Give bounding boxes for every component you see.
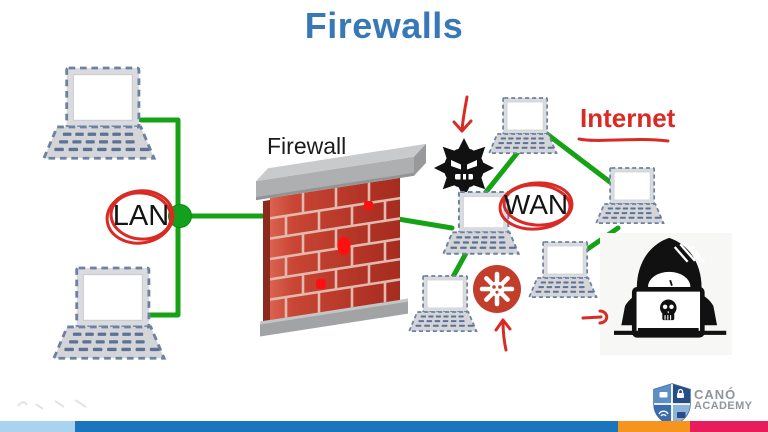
footer-stripe-orange xyxy=(618,421,690,432)
slide-title: Firewalls xyxy=(304,5,464,46)
link-firewall-wanhub xyxy=(395,216,455,231)
link-toplaptop-rightlaptop xyxy=(540,128,613,185)
wan-label: WAN xyxy=(503,189,569,220)
hacker-hoodie-laptop-skull-icon xyxy=(614,237,727,338)
logo-name-bottom: ACADEMY xyxy=(694,400,753,412)
laptop-icon xyxy=(528,241,598,298)
laptop-icon xyxy=(488,97,558,154)
logo-wordmark: CANÓ ACADEMY xyxy=(694,388,752,412)
laptop-icon xyxy=(408,275,478,332)
link-laptop1-hub xyxy=(138,117,181,213)
footer-stripe-blue xyxy=(75,421,618,432)
brick-wall-icon xyxy=(256,143,426,337)
red-arrow-right xyxy=(581,309,609,325)
logo-name-top: CANÓ xyxy=(694,387,737,402)
red-underline-internet xyxy=(577,137,670,143)
firewall-label: Firewall xyxy=(267,133,347,159)
faint-scribbles xyxy=(17,399,87,410)
red-circle-around-lan xyxy=(105,189,175,245)
link-laptop2-hub xyxy=(145,219,181,318)
lan-label: LAN xyxy=(112,200,170,232)
footer-stripe-lightblue xyxy=(0,421,75,432)
lan-hub-node-dot xyxy=(168,204,192,228)
internet-label: Internet xyxy=(580,103,676,133)
laptop-icon xyxy=(42,66,156,160)
red-arrow-down xyxy=(452,95,473,133)
laptop-icon xyxy=(52,266,166,360)
red-circle-around-wan xyxy=(498,181,574,231)
red-blocked-packet-dots xyxy=(316,201,373,289)
footer-stripe-pink xyxy=(690,421,768,432)
shield-logo-icon xyxy=(653,383,691,426)
skull-icon xyxy=(660,299,677,321)
red-arrow-up xyxy=(494,318,512,352)
malware-gear-icon xyxy=(434,138,494,198)
virus-germ-icon xyxy=(473,265,521,313)
